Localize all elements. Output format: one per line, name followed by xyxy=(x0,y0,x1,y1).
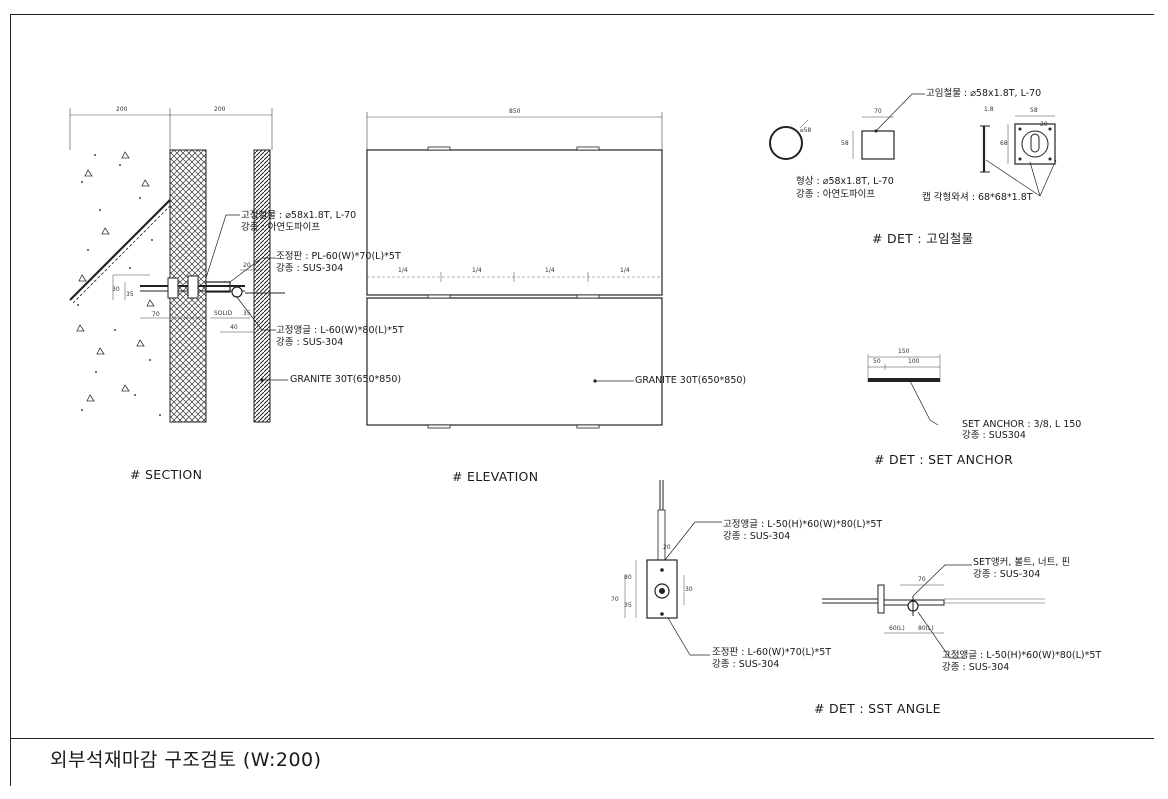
granite-panel xyxy=(253,149,271,423)
elevation-quarter-2: 1/4 xyxy=(472,267,482,274)
section-heading: # SECTION xyxy=(130,467,203,482)
fixing-detail-drawing xyxy=(769,93,1057,197)
angle-detail-heading: # DET : SST ANGLE xyxy=(814,701,941,716)
fixing-dim-length: 70 xyxy=(874,108,882,115)
angle-callout-b-grade: 강종 : SUS-304 xyxy=(712,659,780,670)
elevation-quarter-3: 1/4 xyxy=(545,267,555,274)
elevation-drawing xyxy=(366,112,663,429)
sst-angle-elevation-drawing xyxy=(624,480,722,656)
section-drawing xyxy=(69,108,288,423)
section-callout-granite: GRANITE 30T(650*850) xyxy=(290,374,402,385)
sheet-title: 외부석재마감 구조검토 (W:200) xyxy=(50,749,322,771)
angle-callout-c-grade: 강종 : SUS-304 xyxy=(973,569,1041,580)
angle-callout-a: 고정앵글 : L-50(H)*60(W)*80(L)*5T xyxy=(723,519,883,530)
anchor-dim-total: 150 xyxy=(898,348,910,355)
section-small-dim-4: 20 xyxy=(243,262,251,269)
elevation-heading: # ELEVATION xyxy=(452,469,539,484)
section-callout-fixing-grade: 강종 : 아연도파이프 xyxy=(241,222,321,233)
elevation-callout-granite: GRANITE 30T(650*850) xyxy=(635,375,747,386)
angle-callout-d-grade: 강종 : SUS-304 xyxy=(942,662,1010,673)
granite-panel-lower xyxy=(366,297,663,426)
fixing-dim-diameter: ⌀58 xyxy=(800,127,812,134)
fixing-dim-washer-width: 58 xyxy=(1030,107,1038,114)
angle-dim-6: 70 xyxy=(918,576,926,583)
section-small-dim-2: 35 xyxy=(126,291,134,298)
angle-dim-1: 80 xyxy=(624,574,632,581)
section-small-dim-6: 35 xyxy=(243,310,251,317)
angle-dim-8: 80(L) xyxy=(918,625,934,632)
sst-angle-section-drawing xyxy=(822,564,1045,659)
title-block: 외부석재마감 구조검토 (W:200) xyxy=(10,738,1154,787)
section-callout-plate: 조정판 : PL-60(W)*70(L)*5T xyxy=(276,251,401,262)
elevation-quarter-1: 1/4 xyxy=(398,267,408,274)
fixing-spec-grade: 강종 : 아연도파이프 xyxy=(796,189,876,200)
section-dim-right: 200 xyxy=(214,106,226,113)
fixing-cap-note: 캡 각형와셔 : 68*68*1.8T xyxy=(922,192,1033,203)
section-small-dim-1: 30 xyxy=(112,286,120,293)
fixing-dim-thickness: 1.8 xyxy=(984,106,994,113)
section-callout-angle: 고정앵글 : L-60(W)*80(L)*5T xyxy=(276,325,404,336)
anchor-detail-heading: # DET : SET ANCHOR xyxy=(874,452,1014,467)
section-dim-left: 200 xyxy=(116,106,128,113)
angle-dim-7: 60(L) xyxy=(889,625,905,632)
angle-callout-c: SET앵커, 볼트, 너트, 핀 xyxy=(973,557,1071,568)
angle-dim-2: 35 xyxy=(624,602,632,609)
fixing-dim-washer-height: 68 xyxy=(1000,140,1008,147)
fixing-callout-top: 고임철물 : ⌀58x1.8T, L-70 xyxy=(926,88,1042,99)
angle-dim-5: 20 xyxy=(663,544,671,551)
section-callout-angle-grade: 강종 : SUS-304 xyxy=(276,337,344,348)
anchor-spec-size: SET ANCHOR : 3/8, L 150 xyxy=(962,419,1082,430)
granite-panel-upper xyxy=(366,149,663,296)
angle-callout-d: 고정앵글 : L-50(H)*60(W)*80(L)*5T xyxy=(942,650,1102,661)
fixing-dim-height: 58 xyxy=(841,140,849,147)
set-anchor-detail-drawing xyxy=(867,354,941,426)
angle-callout-b: 조정판 : L-60(W)*70(L)*5T xyxy=(712,647,832,658)
section-small-dim-3: 70 xyxy=(152,311,160,318)
anchor-dim-body: 100 xyxy=(908,358,920,365)
anchor-spec-grade: 강종 : SUS304 xyxy=(962,430,1026,441)
angle-callout-a-grade: 강종 : SUS-304 xyxy=(723,531,791,542)
anchor-dim-head: 50 xyxy=(873,358,881,365)
section-small-dim-5: 40 xyxy=(230,324,238,331)
drawing-frame xyxy=(10,14,1154,786)
angle-dim-3: 70 xyxy=(611,596,619,603)
section-callout-fixing: 고정철물 : ⌀58x1.8T, L-70 xyxy=(241,210,357,221)
elevation-quarter-4: 1/4 xyxy=(620,267,630,274)
angle-dim-4: 30 xyxy=(685,586,693,593)
section-small-dim-7: SOLID xyxy=(214,310,233,317)
fixing-dim-slot: 20 xyxy=(1040,121,1048,128)
fixing-spec-shape: 형상 : ⌀58x1.8T, L-70 xyxy=(796,176,894,187)
elevation-dim-top: 850 xyxy=(509,108,521,115)
section-callout-plate-grade: 강종 : SUS-304 xyxy=(276,263,344,274)
fixing-detail-heading: # DET : 고임철물 xyxy=(872,231,974,246)
